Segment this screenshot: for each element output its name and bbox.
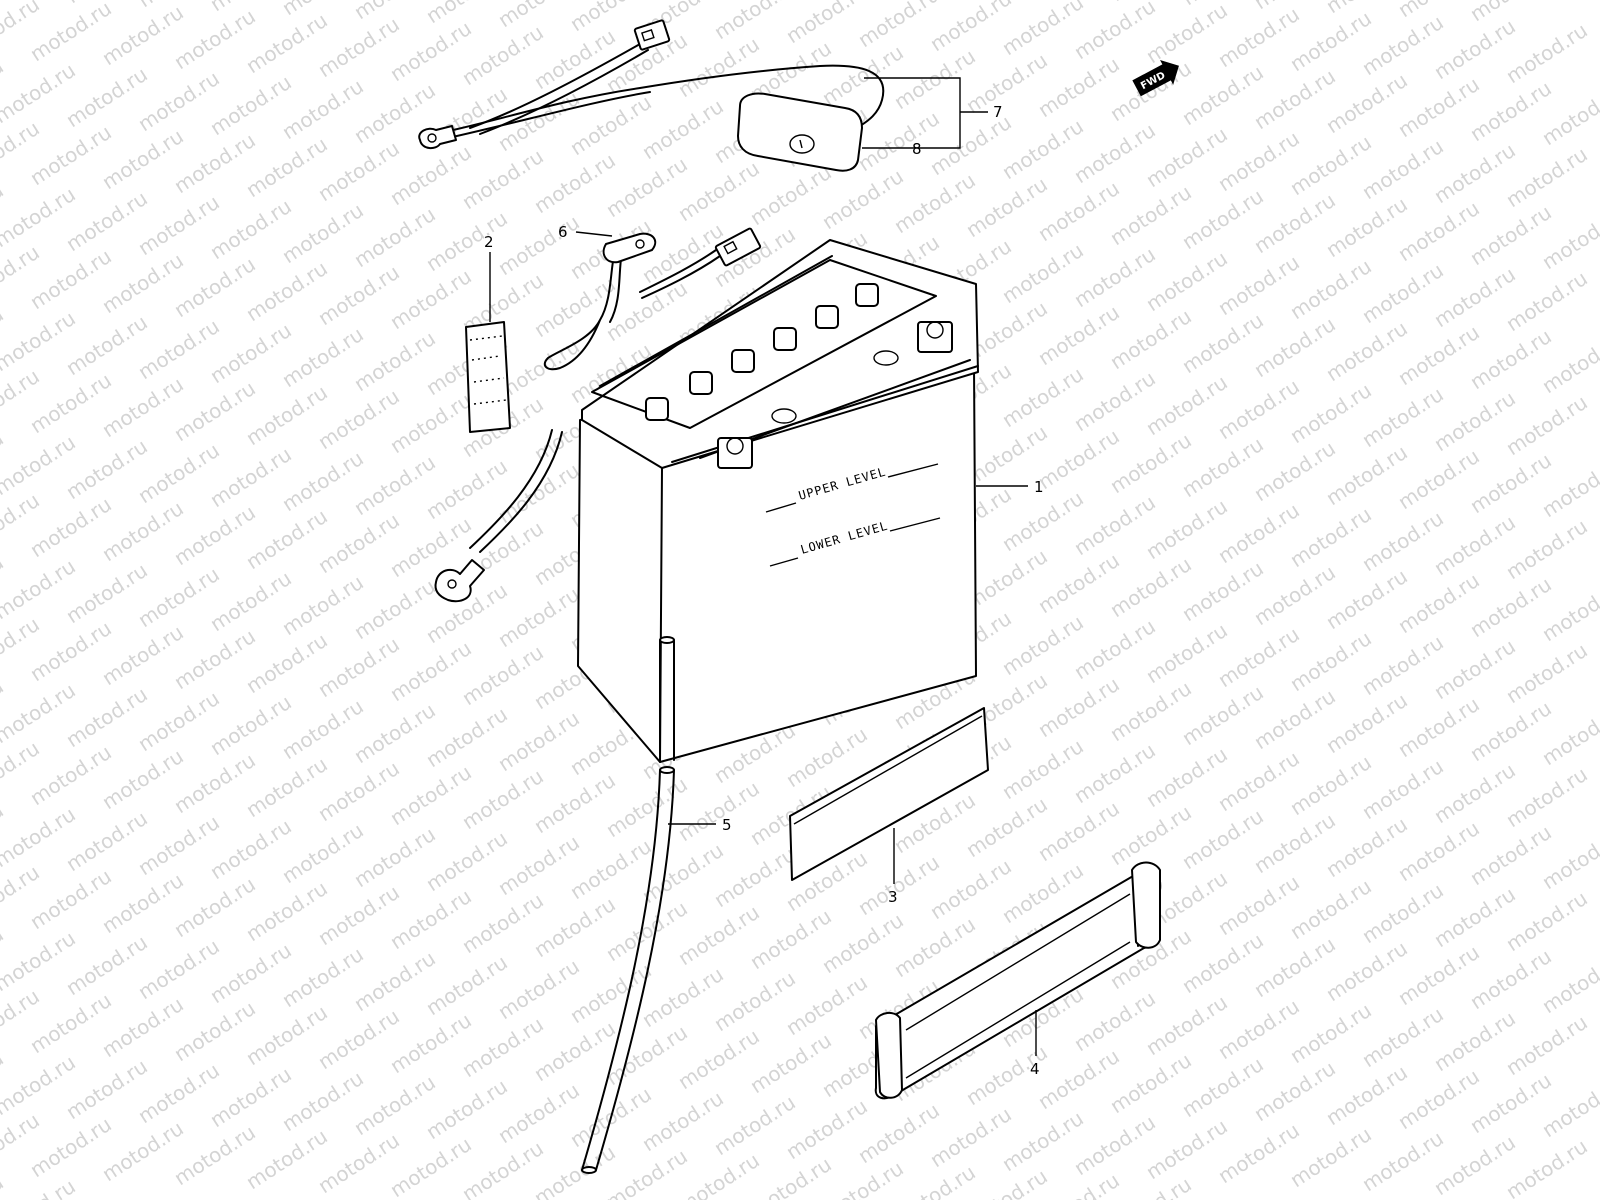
part-6-battery-lead	[543, 227, 762, 371]
forward-arrow-icon	[1132, 60, 1179, 97]
callout-6: 6	[558, 223, 568, 241]
watermark-text: motod.ru	[710, 0, 800, 44]
callout-3: 3	[888, 888, 898, 906]
callout-1: 1	[1034, 478, 1044, 496]
watermark-text: motod.ru	[782, 0, 872, 48]
watermark-text: motod.ru	[0, 1170, 8, 1200]
terminals	[717, 321, 953, 469]
part-1-battery: UPPER LEVEL LOWER LEVEL	[577, 239, 979, 763]
part-4-strap	[874, 861, 1162, 1100]
part-5-breather-hose	[581, 636, 675, 1174]
watermark-text: motod.ru	[674, 1148, 764, 1200]
callout-8: 8	[912, 140, 922, 158]
wire-harness-with-cap	[418, 19, 885, 172]
watermark-text: motod.ru	[602, 1144, 692, 1200]
callouts: 7 8 2 6 1 5 3 4	[484, 77, 1044, 1078]
callout-7: 7	[993, 103, 1003, 121]
callout-4: 4	[1030, 1060, 1040, 1078]
callout-5: 5	[722, 816, 732, 834]
cell-caps	[645, 283, 879, 421]
part-2-strip	[465, 321, 511, 433]
part-3-pad	[789, 707, 989, 881]
negative-lead	[434, 429, 563, 603]
callout-2: 2	[484, 233, 494, 251]
